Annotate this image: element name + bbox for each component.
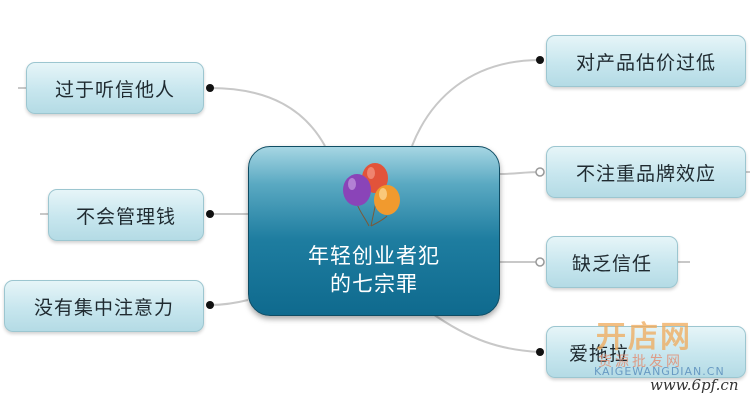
- watermark-logo: 开店网: [596, 320, 692, 355]
- node-brand-effect[interactable]: 不注重品牌效应: [546, 146, 746, 198]
- balloons-icon: [343, 163, 400, 227]
- node-label: 爱拖拉: [569, 342, 630, 365]
- central-topic-line-1: 年轻创业者犯: [308, 244, 440, 268]
- node-underpricing[interactable]: 对产品估价过低: [546, 35, 746, 87]
- endpoint-dot: [206, 84, 214, 92]
- connector-focus: [209, 299, 249, 306]
- watermark-site: www.6pf.cn: [650, 376, 739, 394]
- watermark-domain: KAIGEWANGDIAN.CN: [594, 365, 725, 378]
- node-label: 没有集中注意力: [33, 296, 174, 319]
- node-label: 对产品估价过低: [575, 51, 716, 74]
- node-lack-of-trust[interactable]: 缺乏信任: [546, 236, 678, 288]
- endpoint-open-circle: [535, 167, 545, 177]
- endpoint-open-circle: [535, 257, 545, 267]
- node-label: 不注重品牌效应: [575, 162, 716, 185]
- node-money-management[interactable]: 不会管理钱: [48, 189, 204, 241]
- node-label: 缺乏信任: [571, 252, 652, 275]
- connector-brand: [499, 171, 541, 175]
- node-procrastination[interactable]: 爱拖拉: [546, 326, 746, 378]
- node-label: 过于听信他人: [54, 78, 175, 101]
- connector-pricing: [411, 59, 541, 147]
- node-lack-of-focus[interactable]: 没有集中注意力: [4, 280, 204, 332]
- central-topic-line-2: 的七宗罪: [330, 272, 418, 296]
- endpoint-dot: [206, 301, 214, 309]
- node-listen-to-others[interactable]: 过于听信他人: [26, 62, 204, 114]
- endpoint-dot: [206, 210, 214, 218]
- endpoint-dot: [536, 348, 544, 356]
- node-label: 不会管理钱: [75, 205, 176, 228]
- endpoint-dot: [536, 56, 544, 64]
- watermark-subtitle: 货源批发网: [598, 354, 683, 370]
- connector-listen-others: [209, 87, 326, 147]
- connector-procrastinate: [429, 311, 541, 353]
